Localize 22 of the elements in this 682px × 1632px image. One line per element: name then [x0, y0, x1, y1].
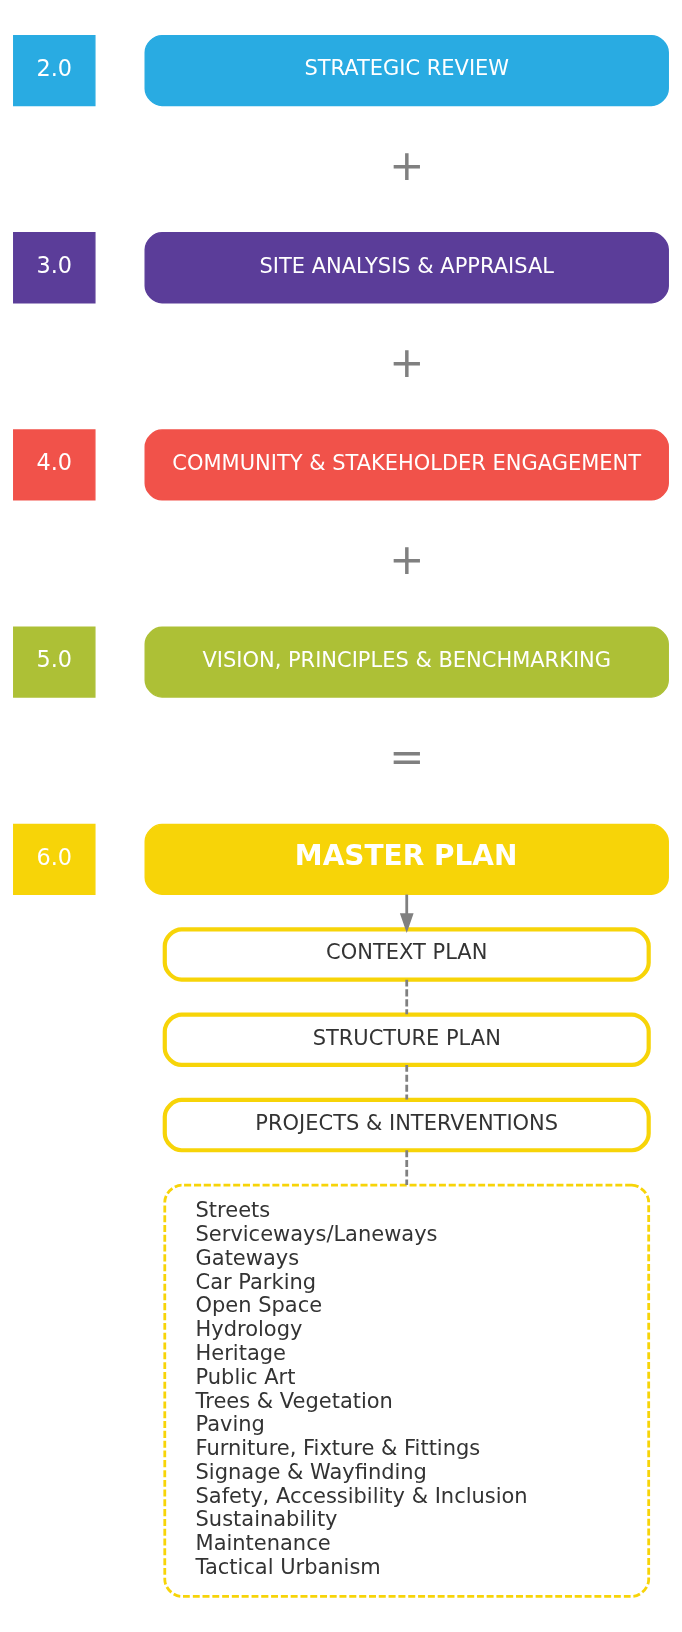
node-box: 4.0 [13, 429, 96, 501]
node-box: MASTER PLAN [144, 823, 669, 896]
connector [405, 1065, 409, 1100]
node-box: 3.0 [13, 232, 96, 304]
node-box: STRATEGIC REVIEW [144, 34, 669, 107]
node-box: STRUCTURE PLAN [162, 1012, 651, 1068]
label: + [389, 140, 425, 190]
label: = [389, 732, 425, 782]
node-box: COMMUNITY & STAKEHOLDER ENGAGEMENT [144, 429, 669, 501]
node-box: 6.0 [13, 823, 96, 896]
connector [405, 1150, 409, 1185]
arrow [399, 894, 414, 933]
connector [405, 979, 409, 1015]
node-box: PROJECTS & INTERVENTIONS [162, 1097, 651, 1153]
node-box: CONTEXT PLAN [162, 927, 651, 982]
node-box: 2.0 [13, 34, 96, 107]
label: + [389, 337, 425, 387]
node-box: Streets Serviceways/Laneways Gateways Car Parking Open Space Hydrology Heritage Public Art Trees & Vegetation Paving Furniture, Fixture & Fittings Signage & Wayfinding Safety, Accessibility & Inclusion Sustainability Maintenance Tactical Urbanism [163, 1183, 651, 1598]
node-box: 5.0 [13, 626, 96, 698]
node-box: SITE ANALYSIS & APPRAISAL [144, 232, 669, 304]
node-box: VISION, PRINCIPLES & BENCHMARKING [144, 626, 669, 698]
label: + [389, 535, 425, 585]
